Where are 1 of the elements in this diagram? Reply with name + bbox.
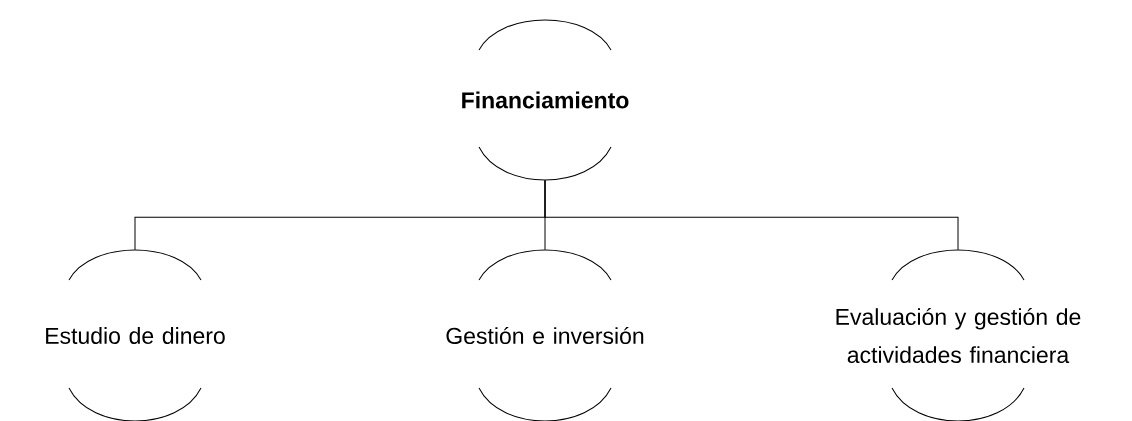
connector xyxy=(544,179,959,251)
